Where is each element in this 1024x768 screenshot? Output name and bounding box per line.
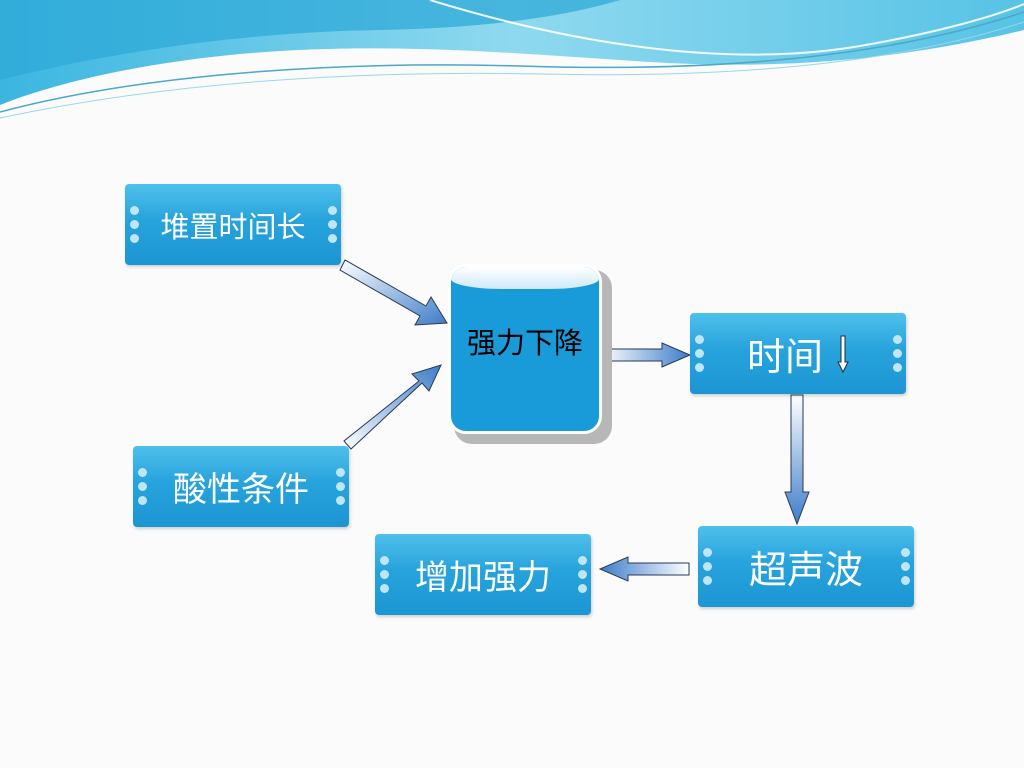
- node-increase-strength-label: 增加强力: [415, 558, 551, 598]
- node-dots-left: [127, 184, 141, 265]
- node-dots-left: [700, 526, 714, 607]
- header-wave-decoration: [0, 0, 1024, 119]
- node-dots-right: [898, 526, 912, 607]
- down-arrow-icon: [837, 335, 849, 373]
- node-time-label: 时间: [746, 335, 823, 379]
- node-time: 时间: [690, 313, 906, 394]
- arrow-acid-to-center: [343, 364, 442, 450]
- node-ultrasonic-label: 超声波: [748, 548, 863, 592]
- arrow-stack-to-center: [339, 259, 448, 326]
- node-dots-left: [135, 446, 149, 527]
- arrow-ultrasonic-to-increase: [598, 556, 690, 582]
- arrow-center-to-time: [600, 342, 692, 368]
- center-node-gloss: [451, 267, 599, 289]
- node-ultrasonic: 超声波: [698, 526, 914, 607]
- arrow-time-to-ultrasonic: [784, 394, 810, 526]
- node-dots-right: [890, 313, 904, 394]
- node-strength-decrease-label: 强力下降: [466, 326, 583, 360]
- node-dots-right: [333, 446, 347, 527]
- node-stack-time-label: 堆置时间长: [160, 209, 306, 244]
- node-dots-left: [377, 534, 391, 615]
- node-dots-right: [325, 184, 339, 265]
- node-stack-time: 堆置时间长: [125, 184, 341, 265]
- node-acid-condition: 酸性条件: [133, 446, 349, 527]
- node-acid-condition-label: 酸性条件: [173, 470, 309, 510]
- node-increase-strength: 增加强力: [375, 534, 591, 615]
- node-dots-right: [575, 534, 589, 615]
- node-dots-left: [692, 313, 706, 394]
- node-strength-decrease: 强力下降: [448, 264, 602, 434]
